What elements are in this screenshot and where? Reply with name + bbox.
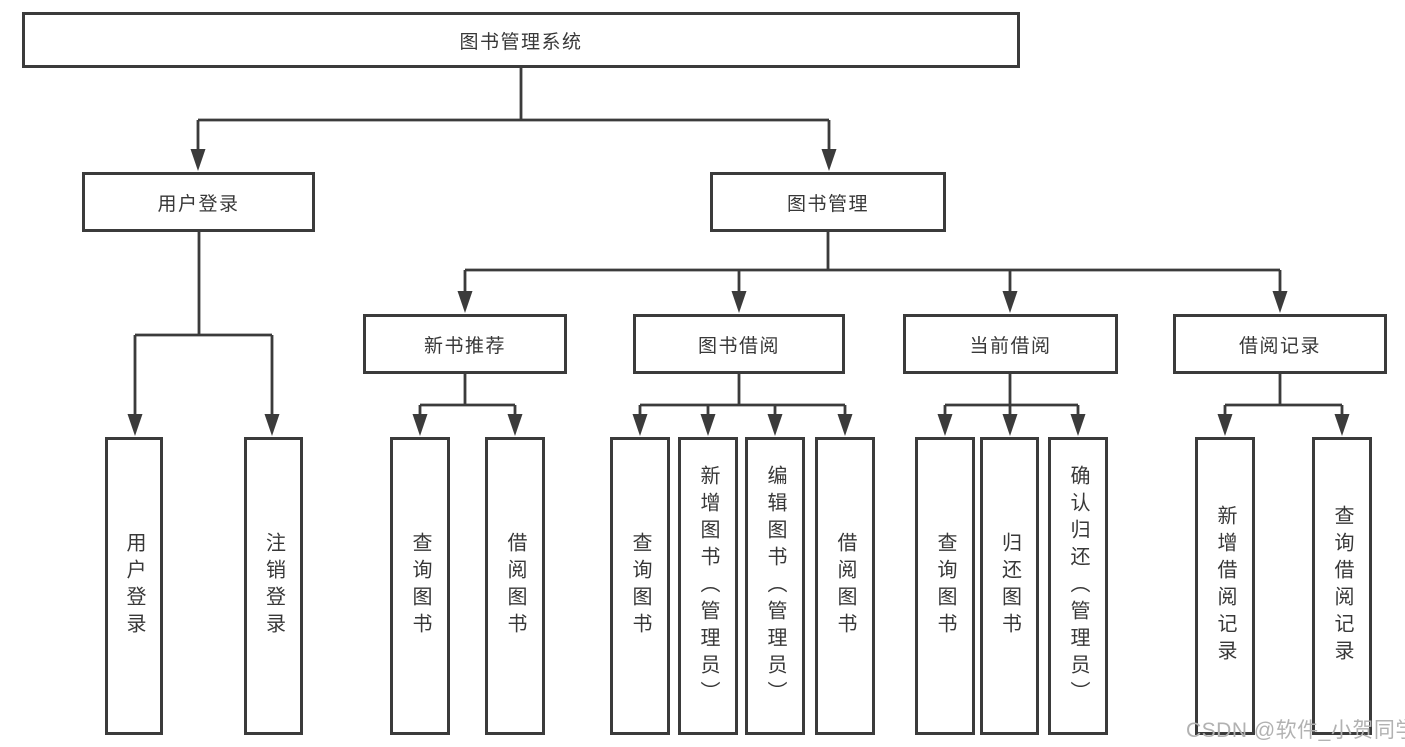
arrow-down-icon (507, 414, 523, 436)
arrowhead-icons (127, 149, 1350, 436)
arrow-down-icon (700, 414, 716, 436)
node-user-login-branch: 用户登录 (82, 172, 315, 232)
leaf-logout-label: 注销登录 (262, 532, 285, 640)
leaf-query-book-a-label: 查询图书 (409, 532, 431, 640)
leaf-return-book: 归还图书 (980, 437, 1039, 735)
leaf-borrow-book-b: 借阅图书 (815, 437, 875, 735)
leaf-query-borrow-record-label: 查询借阅记录 (1331, 505, 1353, 667)
leaf-edit-book-admin: 编辑图书（管理员） (745, 437, 805, 735)
node-borrow-records-label: 借阅记录 (1238, 335, 1321, 357)
node-root-label: 图书管理系统 (459, 31, 583, 53)
leaf-query-borrow-record: 查询借阅记录 (1312, 437, 1372, 735)
leaf-query-book-a: 查询图书 (390, 437, 450, 735)
arrow-down-icon (457, 291, 473, 313)
leaf-add-borrow-record: 新增借阅记录 (1195, 437, 1255, 735)
node-current-borrow: 当前借阅 (903, 314, 1118, 374)
node-borrow-records: 借阅记录 (1173, 314, 1387, 374)
arrow-down-icon (1002, 291, 1018, 313)
leaf-add-book-admin-label: 新增图书（管理员） (697, 464, 719, 708)
arrow-down-icon (1002, 414, 1018, 436)
leaf-user-login: 用户登录 (105, 437, 163, 735)
leaf-borrow-book-b-label: 借阅图书 (834, 532, 856, 640)
leaf-return-book-label: 归还图书 (998, 532, 1021, 640)
arrow-down-icon (731, 291, 747, 313)
arrow-down-icon (264, 414, 280, 436)
node-current-borrow-label: 当前借阅 (969, 335, 1052, 357)
node-book-mgmt-branch-label: 图书管理 (786, 193, 869, 215)
arrow-down-icon (190, 149, 206, 171)
node-book-borrow: 图书借阅 (633, 314, 845, 374)
leaf-query-book-c: 查询图书 (915, 437, 975, 735)
leaf-confirm-return-admin-label: 确认归还（管理员） (1067, 464, 1089, 708)
connector-lines (133, 67, 1344, 419)
leaf-borrow-book-a: 借阅图书 (485, 437, 545, 735)
leaf-borrow-book-a-label: 借阅图书 (504, 532, 526, 640)
leaf-query-book-b-label: 查询图书 (629, 532, 651, 640)
arrow-down-icon (937, 414, 953, 436)
arrow-down-icon (1217, 414, 1233, 436)
leaf-confirm-return-admin: 确认归还（管理员） (1048, 437, 1108, 735)
leaf-query-book-b: 查询图书 (610, 437, 670, 735)
node-book-mgmt-branch: 图书管理 (710, 172, 946, 232)
node-user-login-branch-label: 用户登录 (157, 193, 240, 215)
arrow-down-icon (412, 414, 428, 436)
leaf-user-login-label: 用户登录 (123, 532, 145, 640)
node-book-borrow-label: 图书借阅 (697, 335, 780, 357)
node-new-book-rec-label: 新书推荐 (423, 335, 506, 357)
leaf-add-borrow-record-label: 新增借阅记录 (1214, 505, 1236, 667)
arrow-down-icon (767, 414, 783, 436)
leaf-query-book-c-label: 查询图书 (934, 532, 956, 640)
node-new-book-rec: 新书推荐 (363, 314, 567, 374)
arrow-down-icon (821, 149, 837, 171)
arrow-down-icon (1334, 414, 1350, 436)
watermark: CSDN @软件_小贺同学 (1186, 719, 1405, 742)
arrow-down-icon (1272, 291, 1288, 313)
arrow-down-icon (127, 414, 143, 436)
leaf-add-book-admin: 新增图书（管理员） (678, 437, 738, 735)
arrow-down-icon (632, 414, 648, 436)
leaf-edit-book-admin-label: 编辑图书（管理员） (764, 464, 786, 708)
arrow-down-icon (837, 414, 853, 436)
leaf-logout: 注销登录 (244, 437, 303, 735)
node-root: 图书管理系统 (22, 12, 1020, 68)
arrow-down-icon (1070, 414, 1086, 436)
